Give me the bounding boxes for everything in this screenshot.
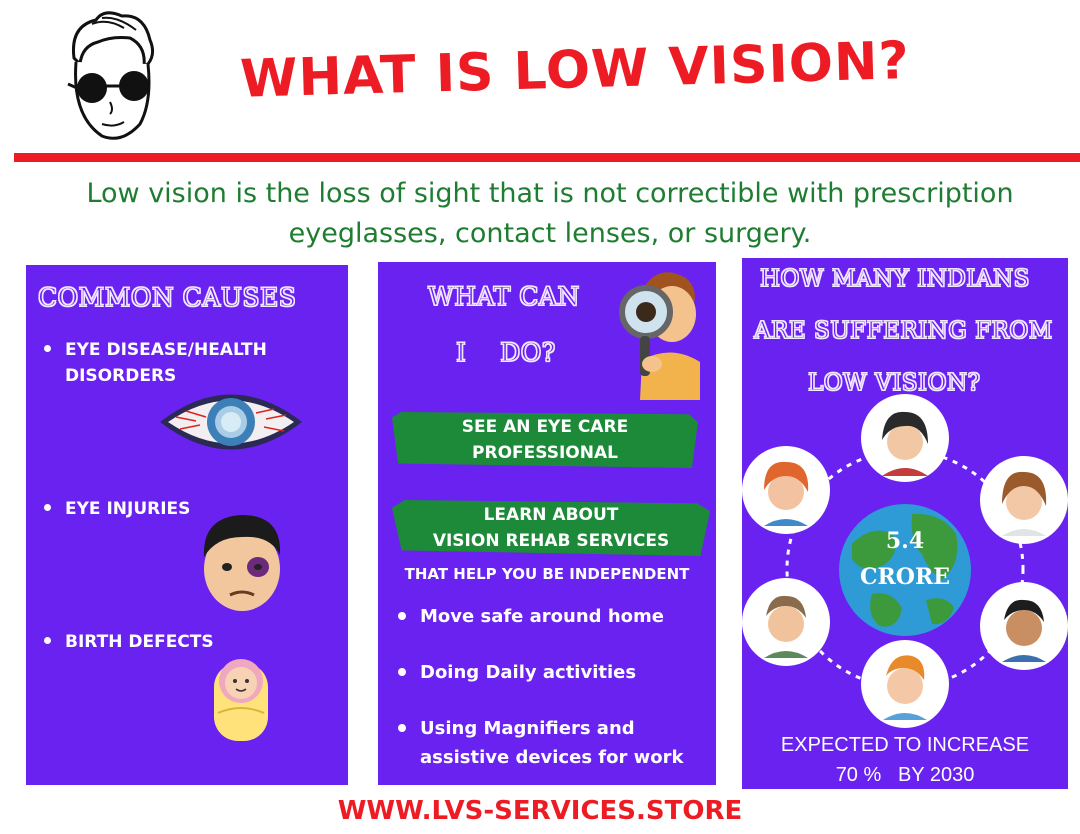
stats-title-line-2: ARE SUFFERING FROM <box>754 318 1053 345</box>
causes-title: COMMON CAUSES <box>37 283 297 313</box>
injured-face-icon <box>203 515 281 611</box>
cartoon-boy-sunglasses-icon <box>67 11 155 140</box>
bullet <box>398 668 406 676</box>
panel-indians-statistics: HOW MANY INDIANS ARE SUFFERING FROM LOW … <box>742 258 1068 789</box>
baby-icon <box>214 659 268 741</box>
panel-what-can-i-do: WHAT CAN I DO? SEE AN EYE CARE PROFESSIO… <box>378 262 716 785</box>
action-item-magnifiers: Using Magnifiers and assistive devices f… <box>398 714 683 772</box>
rehab-caption: THAT HELP YOU BE INDEPENDENT <box>404 565 690 583</box>
definition-text: Low vision is the loss of sight that is … <box>30 174 1070 254</box>
action-item-daily-activities: Doing Daily activities <box>398 658 636 687</box>
magnifier-boy-icon <box>619 272 700 400</box>
stats-note-line-1: EXPECTED TO INCREASE <box>780 734 1030 756</box>
stats-figure-value: 5.4 <box>885 528 925 554</box>
banner-see-professional: SEE AN EYE CARE PROFESSIONAL <box>392 412 698 468</box>
bullet <box>44 636 51 644</box>
definition-line-1: Low vision is the loss of sight that is … <box>86 178 1014 209</box>
action-item-move-safe: Move safe around home <box>398 602 664 631</box>
footer-url[interactable]: WWW.LVS-SERVICES.STORE <box>337 796 743 826</box>
actions-title-line-1: WHAT CAN <box>428 282 580 312</box>
bullet <box>398 724 406 732</box>
actions-title-line-2: I DO? <box>456 338 556 368</box>
bullet <box>398 612 406 620</box>
people-avatars-icon <box>742 394 1068 728</box>
bullet <box>44 503 51 511</box>
panel-common-causes: COMMON CAUSES EYE DISEASE/HEALTH DISORDE… <box>26 265 348 785</box>
page-title: WHAT IS LOW VISION? <box>239 31 911 110</box>
stats-figure-unit: CRORE <box>859 564 950 590</box>
bullet <box>44 344 51 352</box>
definition-line-2: eyeglasses, contact lenses, or surgery. <box>288 218 812 249</box>
bloodshot-eye-icon <box>160 394 302 450</box>
cause-item-eye-injuries: EYE INJURIES <box>44 496 190 522</box>
cause-item-birth-defects: BIRTH DEFECTS <box>44 629 214 655</box>
cause-item-eye-disease: EYE DISEASE/HEALTH DISORDERS <box>44 337 267 389</box>
stats-title-line-3: LOW VISION? <box>807 370 981 397</box>
banner-vision-rehab: LEARN ABOUT VISION REHAB SERVICES <box>392 500 710 556</box>
stats-note-line-2: 70 % BY 2030 <box>835 764 975 786</box>
divider <box>14 153 1080 162</box>
stats-title-line-1: HOW MANY INDIANS <box>760 266 1030 293</box>
